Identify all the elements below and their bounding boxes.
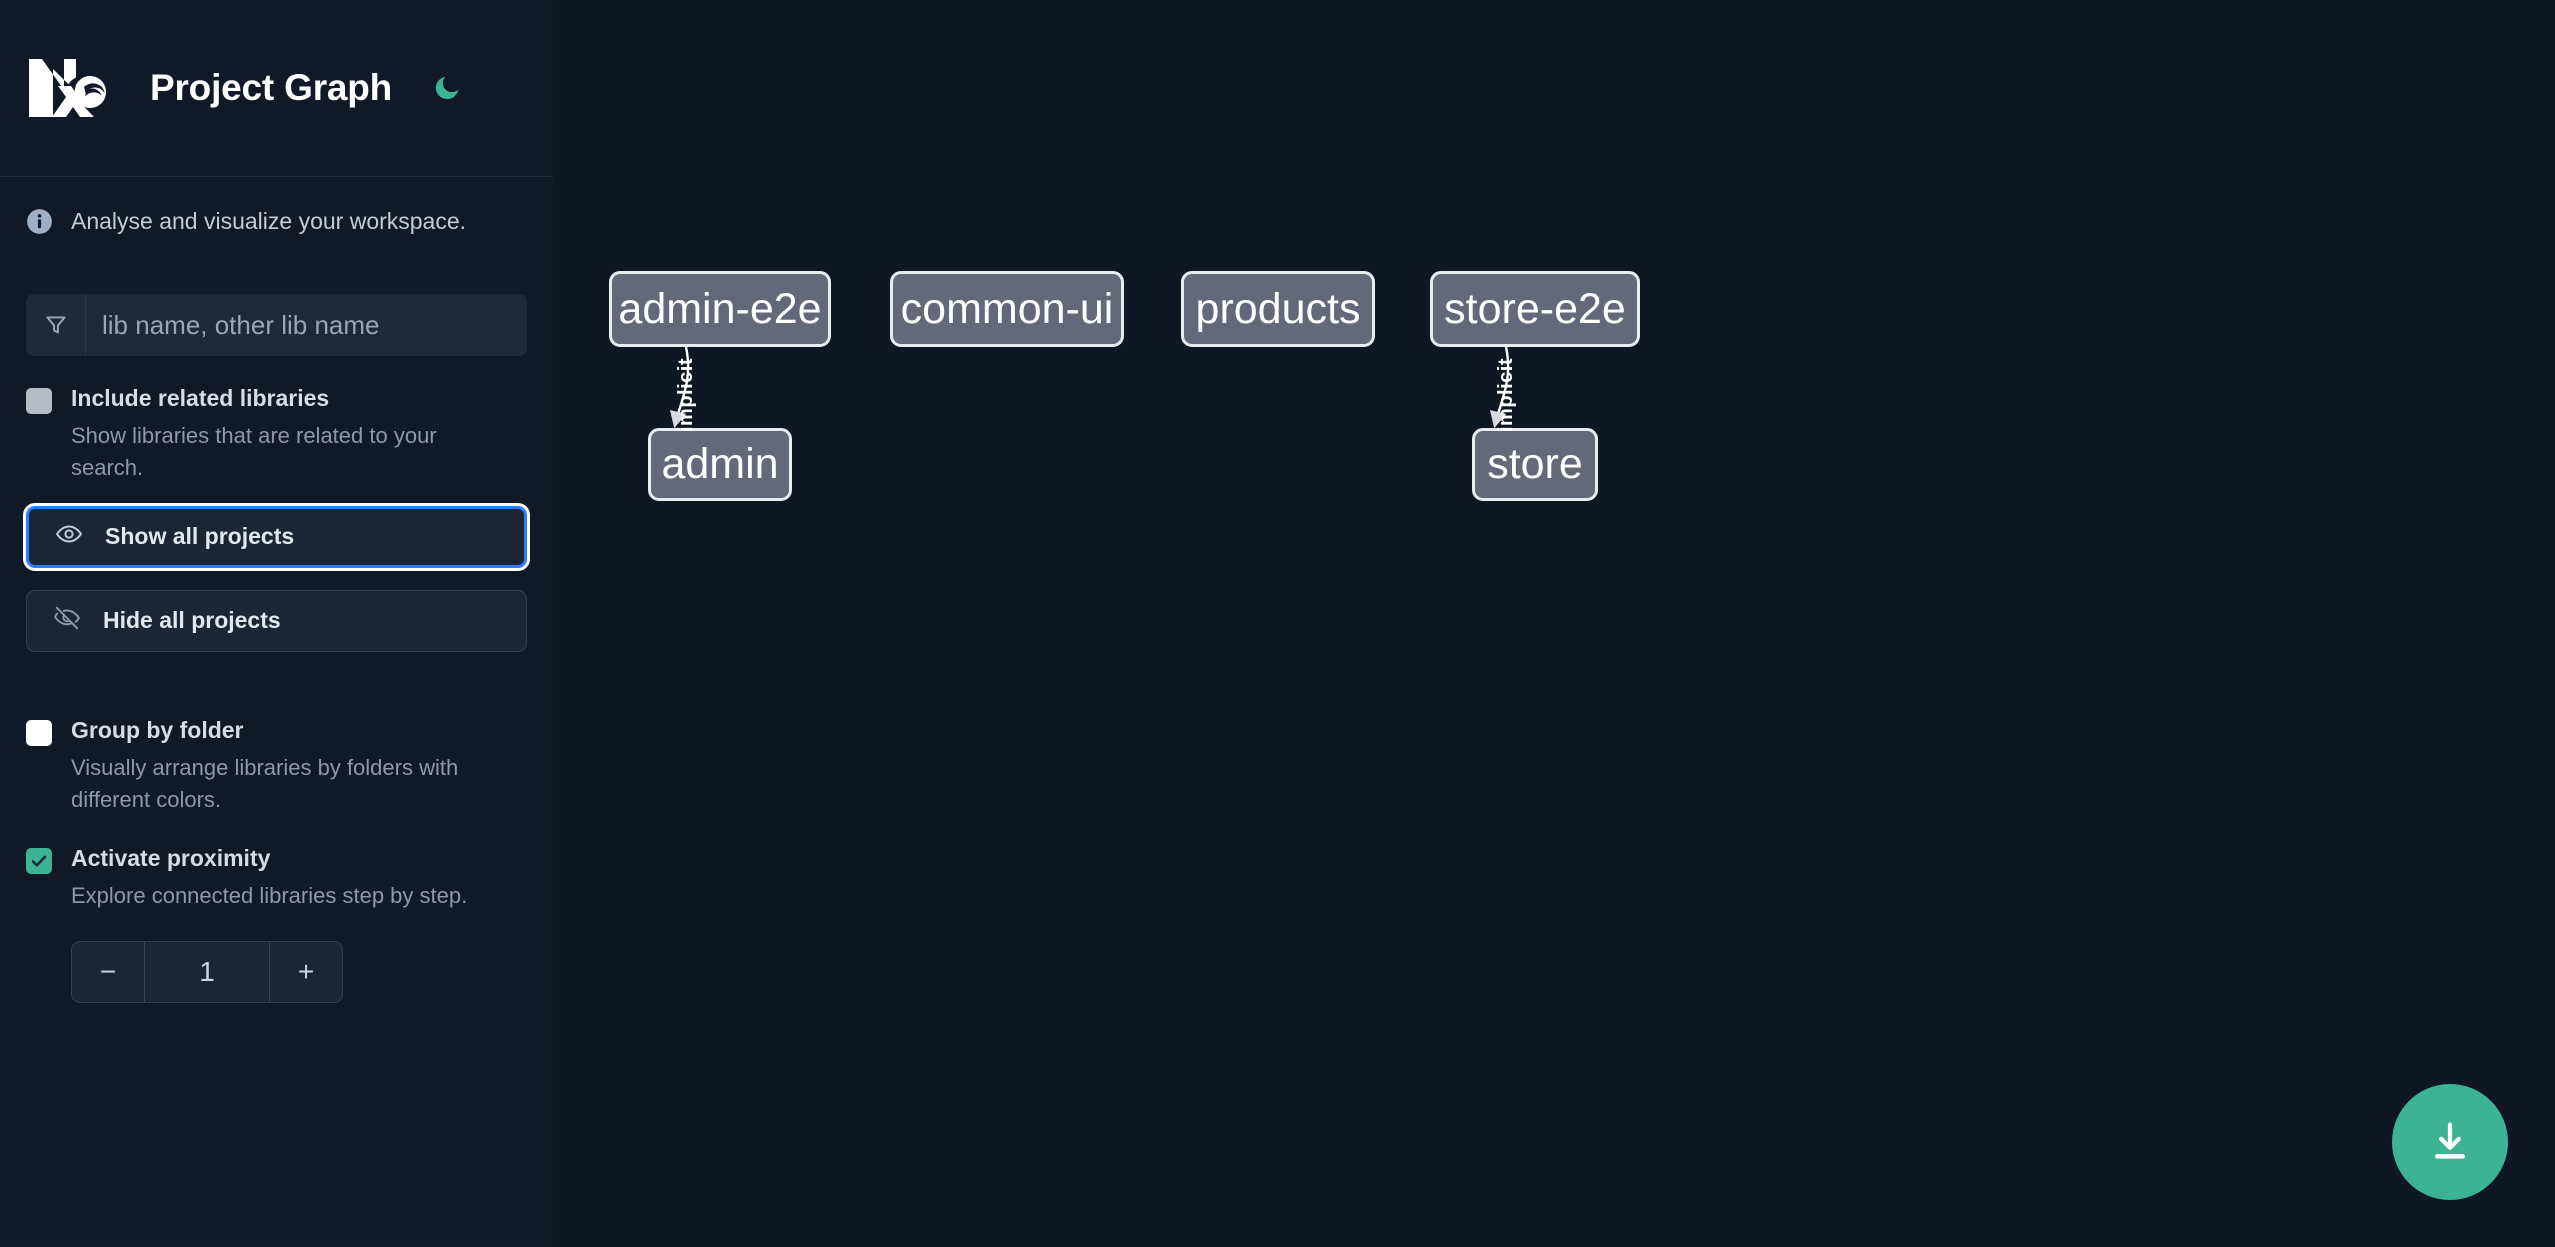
graph-node-store-label: store [1487, 440, 1583, 488]
tagline-text: Analyse and visualize your workspace. [71, 207, 467, 234]
graph-node-store[interactable]: store [1472, 428, 1598, 501]
activate-proximity-label: Activate proximity [71, 844, 271, 871]
moon-icon[interactable] [426, 67, 468, 109]
download-icon [2427, 1118, 2473, 1167]
filter-bar [26, 294, 527, 356]
proximity-value: 1 [199, 956, 215, 988]
graph-node-products[interactable]: products [1181, 271, 1375, 347]
graph-node-admin-e2e[interactable]: admin-e2e [609, 271, 831, 347]
graph-node-store-e2e[interactable]: store-e2e [1430, 271, 1640, 347]
group-by-folder-description: Visually arrange libraries by folders wi… [71, 754, 459, 812]
divider-space [26, 652, 527, 688]
include-related-libraries-checkbox[interactable] [26, 388, 52, 414]
download-graph-button[interactable] [2392, 1084, 2508, 1200]
option-include-related-libraries: Include related libraries Show libraries… [26, 384, 527, 484]
group-by-folder-checkbox[interactable] [26, 719, 52, 746]
edge-store-e2e-store [1489, 346, 1510, 429]
eye-icon [55, 520, 83, 554]
nx-logo [26, 57, 120, 119]
page-title: Project Graph [150, 67, 393, 108]
option-activate-proximity: Activate proximity Explore connected lib… [26, 844, 527, 912]
edge-label-admin-implicit: implicit [675, 358, 697, 433]
edge-admin-e2e-admin [669, 346, 690, 429]
hide-all-projects-label: Hide all projects [103, 607, 281, 634]
graph-node-common-ui[interactable]: common-ui [890, 271, 1124, 347]
edge-label-store-implicit: implicit [1495, 358, 1517, 433]
check-icon [31, 855, 47, 867]
proximity-decrement-button[interactable]: − [72, 942, 145, 1003]
activate-proximity-checkbox[interactable] [26, 847, 52, 874]
graph-node-admin-e2e-label: admin-e2e [618, 284, 822, 333]
sidebar-body: Analyse and visualize your workspace. In… [0, 177, 553, 1004]
search-input[interactable] [86, 294, 527, 356]
graph-node-products-label: products [1195, 284, 1361, 333]
option-group-by-folder: Group by folder Visually arrange librari… [26, 716, 527, 816]
graph-node-admin-label: admin [661, 440, 779, 488]
include-related-libraries-label: Include related libraries [71, 385, 330, 411]
show-all-projects-button[interactable]: Show all projects [26, 505, 527, 568]
eye-off-icon [53, 604, 81, 638]
include-related-libraries-description: Show libraries that are related to your … [71, 423, 437, 480]
funnel-icon [26, 294, 86, 356]
group-by-folder-label: Group by folder [71, 716, 244, 743]
sidebar: Project Graph Analyse and visualize your… [0, 0, 553, 1247]
graph-edges [669, 346, 1510, 429]
activate-proximity-description: Explore connected libraries step by step… [71, 882, 468, 908]
show-all-projects-label: Show all projects [105, 523, 295, 550]
proximity-increment-button[interactable]: + [269, 942, 342, 1003]
hide-all-projects-button[interactable]: Hide all projects [26, 589, 527, 652]
graph-node-store-e2e-label: store-e2e [1444, 284, 1626, 333]
proximity-stepper: − 1 + [71, 941, 343, 1004]
project-graph-canvas[interactable]: admin-e2e common-ui products store-e2e a… [553, 0, 2555, 1247]
info-icon [26, 208, 53, 235]
graph-node-common-ui-label: common-ui [900, 284, 1114, 333]
sidebar-header: Project Graph [0, 0, 553, 177]
workspace-tagline: Analyse and visualize your workspace. [26, 177, 527, 265]
graph-node-admin[interactable]: admin [648, 428, 792, 501]
